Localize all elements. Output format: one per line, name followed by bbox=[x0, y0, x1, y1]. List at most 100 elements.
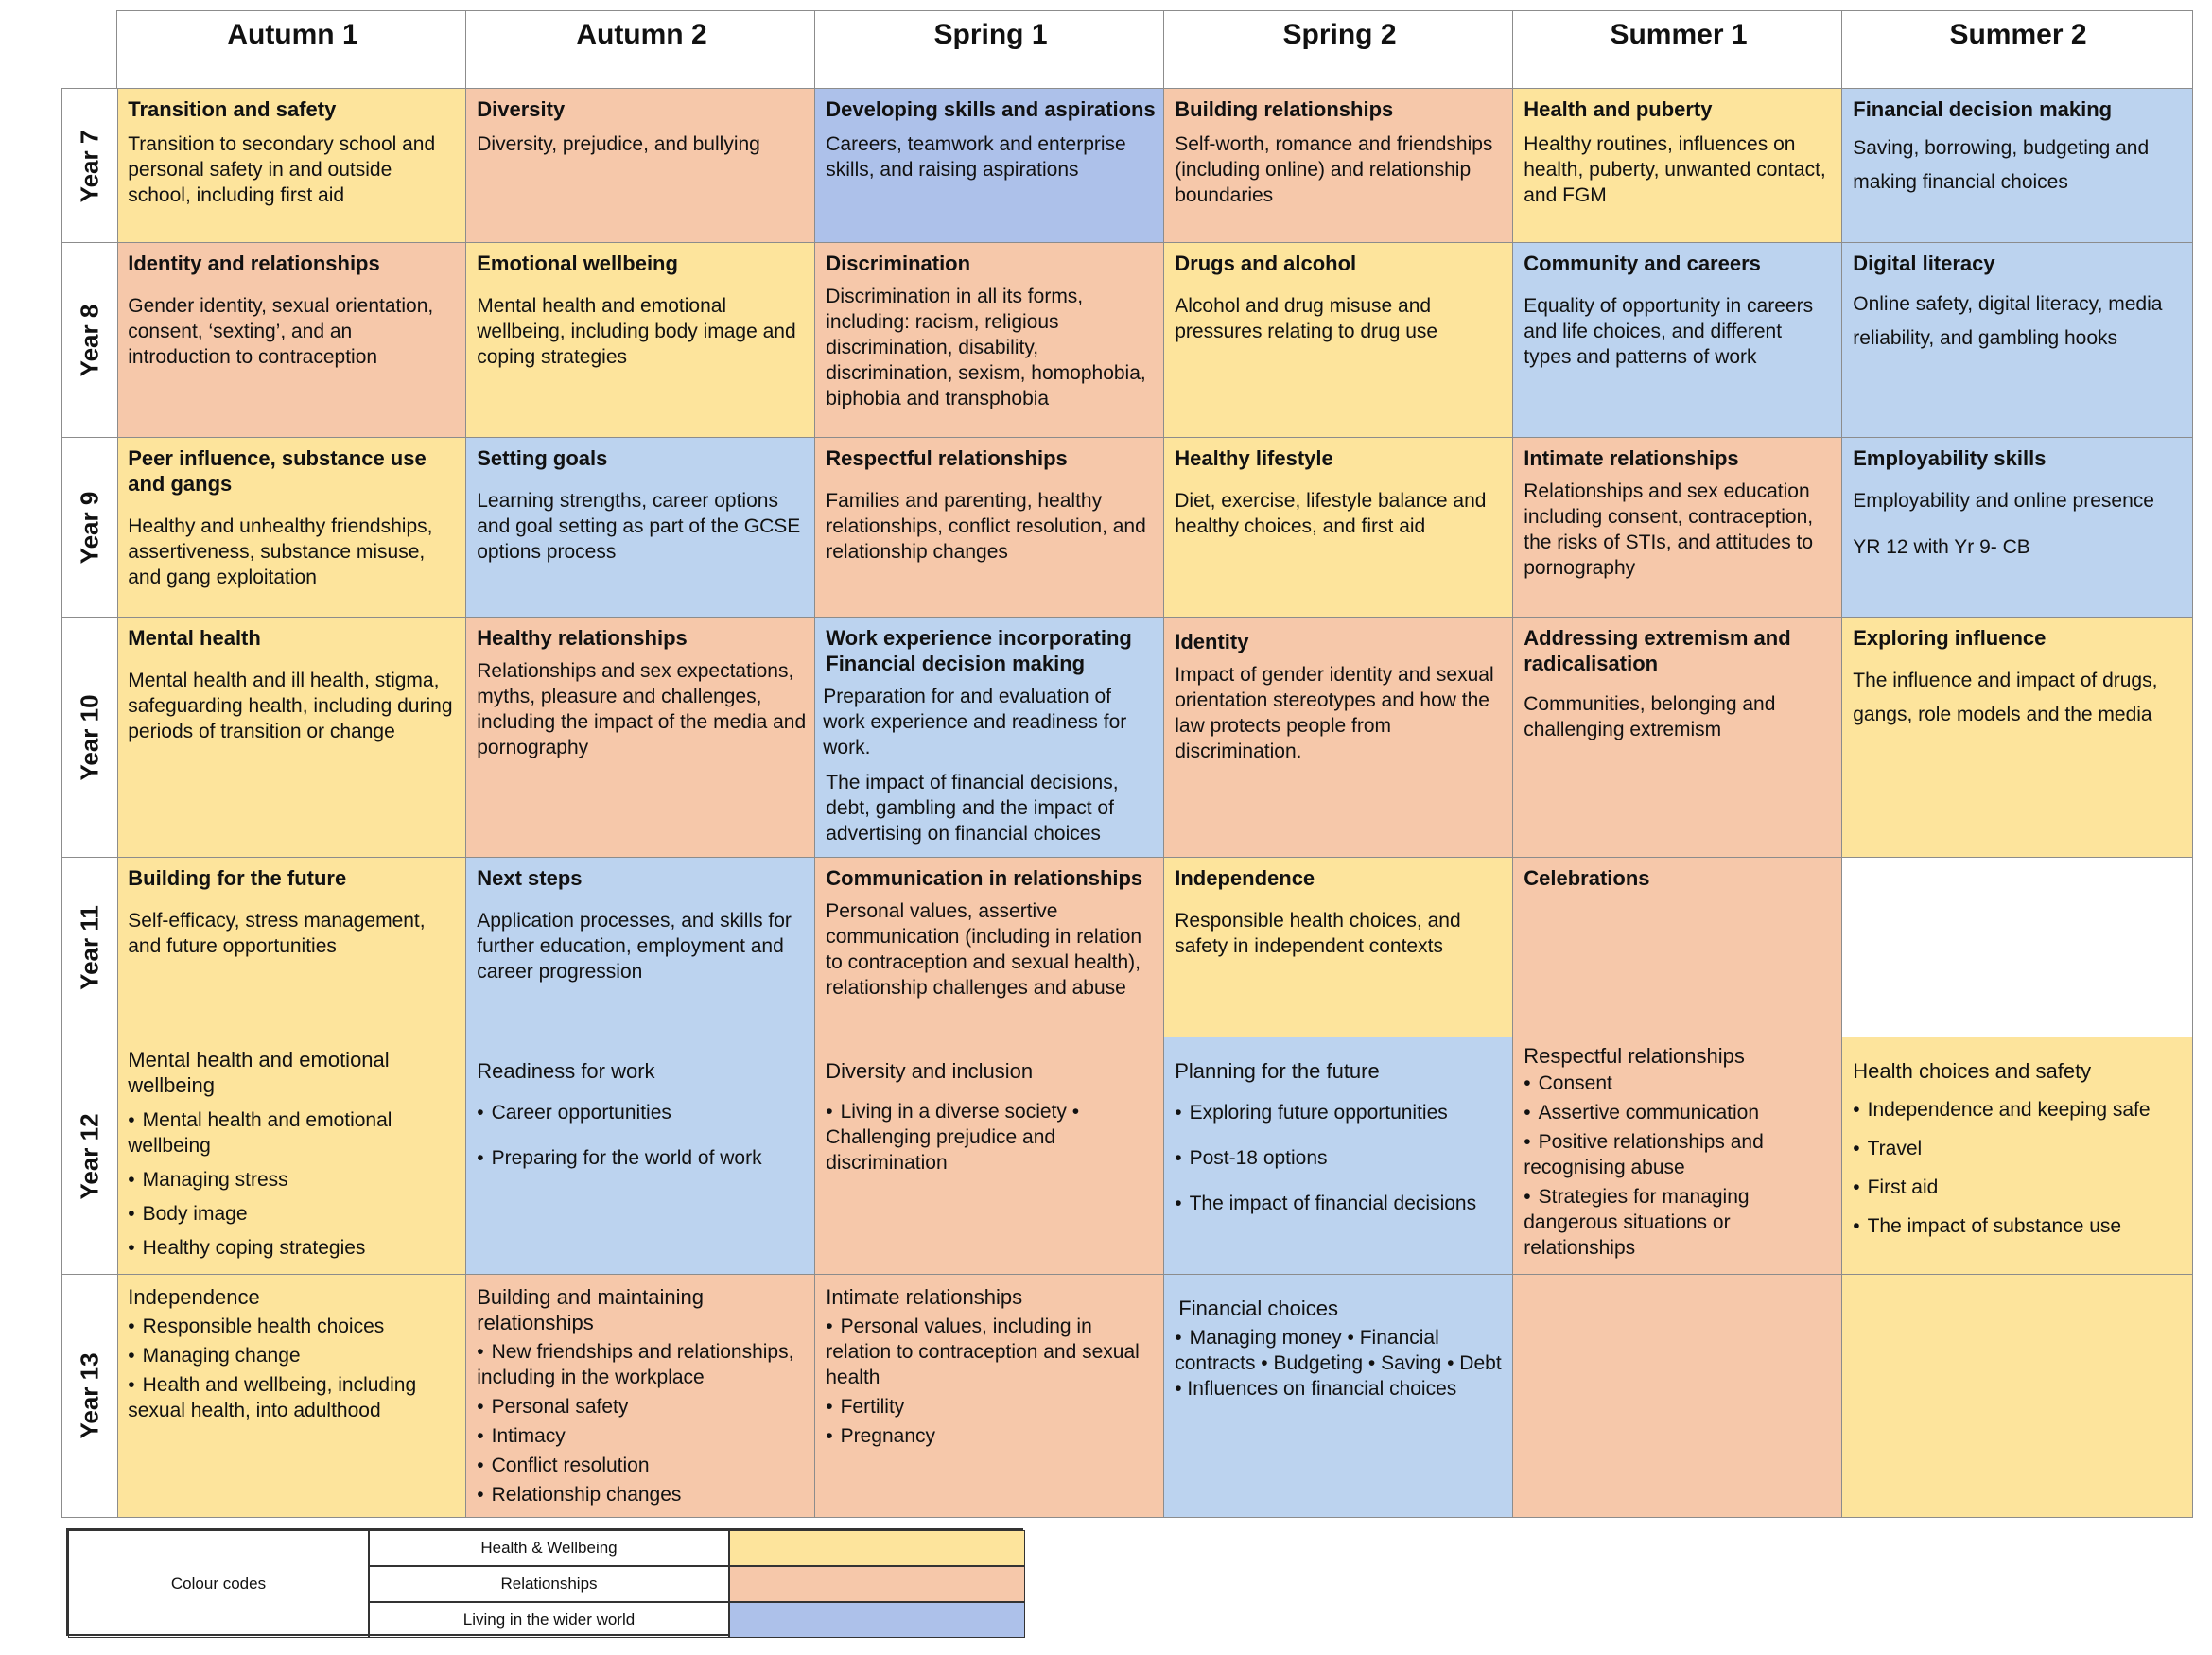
list-item: Preparing for the world of work bbox=[477, 1144, 807, 1173]
list-item: Intimacy bbox=[477, 1423, 807, 1449]
curriculum-grid: Autumn 1 Autumn 2 Spring 1 Spring 2 Summ… bbox=[61, 10, 2193, 1518]
legend-swatch-health-wellbeing bbox=[729, 1530, 1025, 1566]
topic-title: Addressing extremism and radicalisation bbox=[1524, 626, 1791, 676]
topic-description: Application processes, and skills for fu… bbox=[477, 910, 792, 984]
row-header-year-9: Year 9 bbox=[61, 437, 118, 618]
list-item: Travel bbox=[1853, 1136, 2184, 1161]
row-header-year-12: Year 12 bbox=[61, 1037, 118, 1276]
topic-title: Digital literacy bbox=[1853, 252, 1995, 276]
topic-cell: Financial choices Managing money • Finan… bbox=[1163, 1274, 1514, 1518]
topic-list: Living in a diverse society • Challengin… bbox=[826, 1099, 1156, 1176]
topic-title: Setting goals bbox=[477, 446, 608, 471]
empty-cell bbox=[1841, 1274, 2193, 1518]
column-header-summer-1: Summer 1 bbox=[1512, 10, 1843, 90]
corner-cell bbox=[61, 10, 118, 90]
list-item: Healthy coping strategies bbox=[128, 1235, 458, 1261]
topic-list: Responsible health choices Managing chan… bbox=[128, 1314, 458, 1423]
topic-description: Mental health and ill health, stigma, sa… bbox=[128, 670, 453, 743]
topic-list: Career opportunities Preparing for the w… bbox=[477, 1099, 807, 1173]
topic-description: Responsible health choices, and safety i… bbox=[1175, 910, 1461, 958]
topic-title: Transition and safety bbox=[128, 97, 337, 122]
year-label: Year 12 bbox=[75, 1112, 104, 1200]
topic-cell: Health choices and safety Independence a… bbox=[1841, 1037, 2193, 1276]
topic-title: Employability skills bbox=[1853, 446, 2047, 471]
list-item: Health and wellbeing, including sexual h… bbox=[128, 1372, 458, 1423]
topic-cell: Independence Responsible health choices … bbox=[116, 1274, 467, 1518]
topic-description: Diversity, prejudice, and bullying bbox=[477, 133, 760, 156]
column-header-spring-1: Spring 1 bbox=[814, 10, 1165, 90]
topic-description: Diet, exercise, lifestyle balance and he… bbox=[1175, 490, 1487, 538]
topic-title: Building for the future bbox=[128, 866, 347, 891]
year-label: Year 8 bbox=[75, 304, 104, 377]
topic-description-2: The impact of financial decisions, debt,… bbox=[826, 772, 1119, 845]
topic-title: Mental health and emotional wellbeing bbox=[128, 1048, 390, 1098]
topic-title: Work experience incorporating Financial … bbox=[826, 626, 1132, 676]
topic-list: Mental health and emotional wellbeing Ma… bbox=[128, 1107, 458, 1261]
list-item: Conflict resolution bbox=[477, 1453, 807, 1478]
topic-title: Mental health bbox=[128, 626, 261, 651]
empty-cell bbox=[1841, 857, 2193, 1038]
legend-label-health-wellbeing: Health & Wellbeing bbox=[369, 1530, 729, 1566]
topic-cell: Planning for the future Exploring future… bbox=[1163, 1037, 1514, 1276]
topic-cell: Work experience incorporating Financial … bbox=[814, 617, 1165, 859]
topic-title: Diversity and inclusion bbox=[826, 1059, 1034, 1084]
topic-description: Relationships and sex expectations, myth… bbox=[477, 660, 807, 759]
topic-title: Financial decision making bbox=[1853, 97, 2113, 122]
topic-description: Careers, teamwork and enterprise skills,… bbox=[826, 133, 1126, 182]
topic-title: Building and maintaining relationships bbox=[477, 1285, 704, 1335]
topic-description: The influence and impact of drugs, gangs… bbox=[1853, 670, 2158, 726]
topic-title: Communication in relationships bbox=[826, 866, 1143, 891]
topic-title: Health and puberty bbox=[1524, 97, 1713, 122]
row-header-year-8: Year 8 bbox=[61, 242, 118, 439]
column-header-autumn-1: Autumn 1 bbox=[116, 10, 467, 90]
legend-swatch-wider-world bbox=[729, 1602, 1025, 1638]
list-item: Career opportunities bbox=[477, 1099, 807, 1127]
list-item: Exploring future opportunities bbox=[1175, 1099, 1505, 1127]
list-item: Managing money • Financial contracts • B… bbox=[1175, 1325, 1505, 1402]
topic-title: Discrimination bbox=[826, 252, 971, 276]
list-item: Relationship changes bbox=[477, 1482, 807, 1507]
topic-title: Intimate relationships bbox=[826, 1285, 1023, 1310]
empty-cell bbox=[1512, 1274, 1843, 1518]
topic-description: Gender identity, sexual orientation, con… bbox=[128, 295, 434, 369]
list-item: Personal values, including in relation t… bbox=[826, 1314, 1156, 1390]
topic-description: Transition to secondary school and perso… bbox=[128, 133, 436, 207]
topic-title: Drugs and alcohol bbox=[1175, 252, 1357, 276]
list-item: Independence and keeping safe bbox=[1853, 1097, 2184, 1123]
list-item: Strategies for managing dangerous situat… bbox=[1524, 1184, 1834, 1261]
topic-description: Personal values, assertive communication… bbox=[826, 900, 1142, 1000]
topic-title: Developing skills and aspirations bbox=[826, 97, 1156, 122]
topic-description: Communities, belonging and challenging e… bbox=[1524, 693, 1776, 741]
topic-list: Consent Assertive communication Positive… bbox=[1524, 1071, 1834, 1261]
topic-list: Exploring future opportunities Post-18 o… bbox=[1175, 1099, 1505, 1218]
topic-cell: Celebrations bbox=[1512, 857, 1843, 1038]
topic-title: Healthy lifestyle bbox=[1175, 446, 1333, 471]
list-item: Personal safety bbox=[477, 1394, 807, 1420]
list-item: The impact of substance use bbox=[1853, 1213, 2184, 1239]
row-header-year-13: Year 13 bbox=[61, 1274, 118, 1518]
column-header-summer-2: Summer 2 bbox=[1841, 10, 2193, 90]
topic-title: Respectful relationships bbox=[1524, 1044, 1745, 1069]
topic-cell: Mental health and emotional wellbeing Me… bbox=[116, 1037, 467, 1276]
legend-label-relationships: Relationships bbox=[369, 1566, 729, 1602]
topic-description: Self-efficacy, stress management, and fu… bbox=[128, 910, 426, 958]
topic-list: Personal values, including in relation t… bbox=[826, 1314, 1156, 1449]
